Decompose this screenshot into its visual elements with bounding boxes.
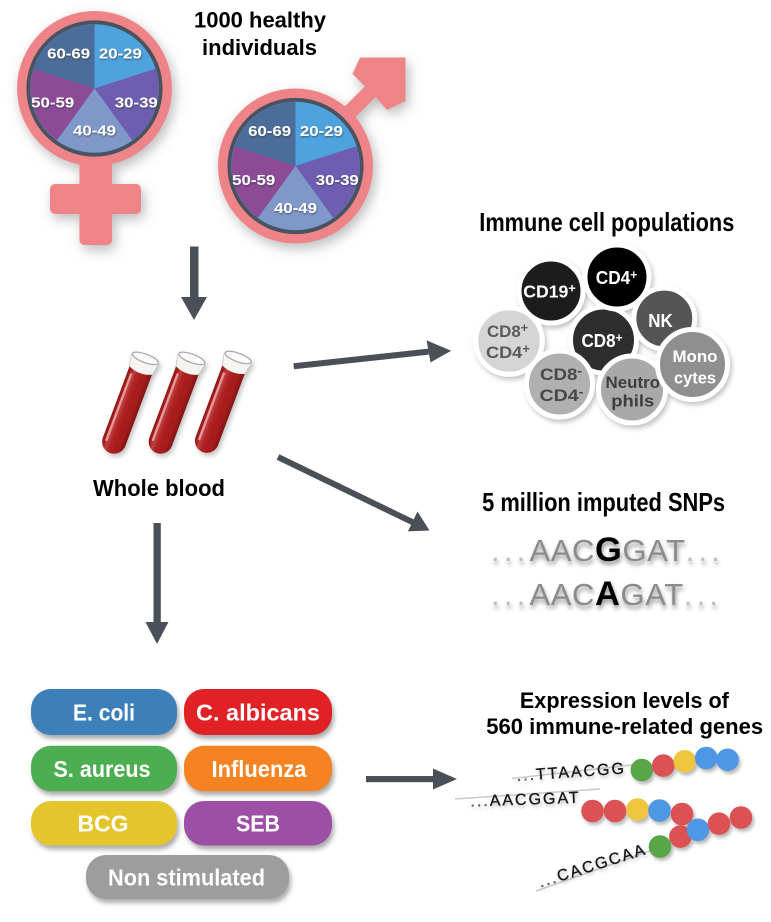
svg-text:Non stimulated: Non stimulated (108, 865, 265, 891)
svg-text:60-69: 60-69 (248, 123, 291, 140)
svg-text:50-59: 50-59 (31, 95, 74, 112)
svg-text:Mono: Mono (673, 347, 718, 366)
svg-text:20-29: 20-29 (300, 123, 343, 140)
svg-text:S. aureus: S. aureus (54, 756, 151, 782)
svg-text:40-49: 40-49 (274, 200, 317, 217)
svg-text:50-59: 50-59 (232, 172, 275, 189)
svg-text:1000 healthy: 1000 healthy (194, 8, 327, 33)
svg-text:60-69: 60-69 (47, 45, 90, 62)
svg-text:40-49: 40-49 (73, 123, 116, 140)
svg-text:5 million imputed SNPs: 5 million imputed SNPs (482, 487, 725, 517)
svg-text:CD8+: CD8+ (487, 321, 528, 341)
svg-text:C. albicans: C. albicans (196, 700, 320, 726)
svg-text:20-29: 20-29 (99, 45, 142, 62)
svg-text:CD4+: CD4+ (486, 342, 530, 362)
svg-text:...AACGGAT...: ...AACGGAT... (491, 531, 724, 569)
svg-text:CD19+: CD19+ (523, 282, 576, 302)
svg-text:...AACGGAT: ...AACGGAT (470, 790, 581, 811)
svg-text:CD8+: CD8+ (582, 331, 623, 351)
svg-text:CD4-: CD4- (540, 385, 584, 405)
svg-text:30-39: 30-39 (316, 172, 359, 189)
svg-text:560 immune-related genes: 560 immune-related genes (486, 714, 763, 739)
svg-text:Expression levels of: Expression levels of (520, 688, 729, 713)
svg-text:NK: NK (648, 310, 673, 331)
svg-text:Immune cell populations: Immune cell populations (479, 207, 734, 237)
svg-text:...AACAGAT...: ...AACAGAT... (491, 575, 722, 613)
svg-text:BCG: BCG (78, 811, 129, 837)
svg-text:cytes: cytes (674, 369, 716, 388)
svg-text:CD4+: CD4+ (596, 268, 638, 288)
svg-text:E. coli: E. coli (73, 700, 135, 726)
svg-text:Influenza: Influenza (212, 756, 308, 782)
svg-text:Whole blood: Whole blood (93, 475, 225, 501)
svg-text:Neutro: Neutro (606, 373, 661, 392)
svg-text:SEB: SEB (236, 811, 280, 837)
svg-text:individuals: individuals (202, 35, 317, 60)
svg-text:CD8-: CD8- (540, 364, 582, 384)
svg-text:phils: phils (611, 392, 654, 411)
svg-text:30-39: 30-39 (115, 95, 158, 112)
